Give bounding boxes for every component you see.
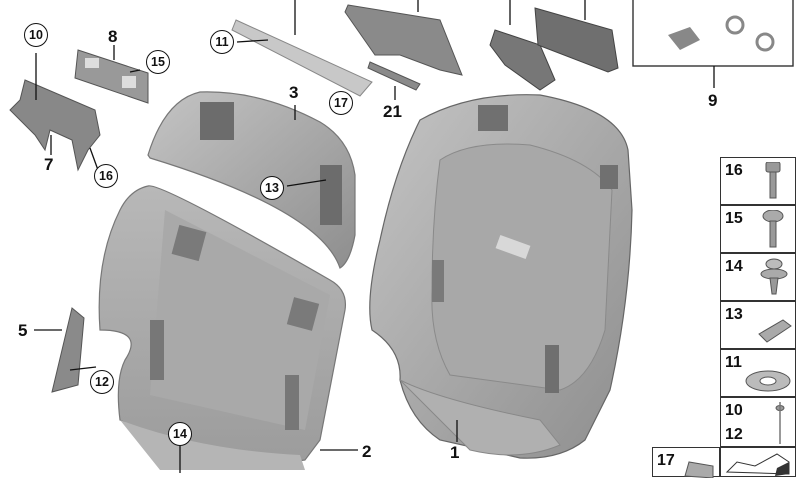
part-9-spring-kit-box: [632, 0, 794, 67]
part-5-bracket: [51, 307, 85, 393]
callout-7: 7: [44, 155, 54, 174]
legend-number: 14: [725, 258, 743, 275]
part-upper-frame: [344, 4, 463, 76]
legend-cell-10-12: 10 12: [720, 397, 796, 447]
part-8-plate: [74, 49, 149, 104]
legend-number: 15: [725, 210, 743, 227]
part-7-bracket: [9, 79, 101, 172]
rivet-clip-icon: [760, 258, 788, 295]
star-washer-icon: [745, 370, 791, 392]
part-21-rail: [367, 61, 421, 91]
blind-rivet-icon: [775, 402, 785, 444]
pan-screw-icon: [762, 210, 784, 248]
part-1-backrest-panel: [369, 94, 633, 459]
legend-cell-11: 11: [720, 349, 796, 397]
callout-3: 3: [289, 83, 299, 102]
legend-cell-13: 13: [720, 301, 796, 349]
callout-10-circle: 10: [24, 23, 48, 47]
legend-number: 11: [725, 354, 742, 371]
legend-cell-14: 14: [720, 253, 796, 301]
hex-bolt-icon: [765, 162, 781, 199]
legend-cell-16: 16: [720, 157, 796, 205]
callout-17-circle: 17: [329, 91, 353, 115]
part-hinge-mechanism: [489, 7, 619, 91]
callout-5: 5: [18, 321, 28, 340]
callout-12-circle: 12: [90, 370, 114, 394]
legend-number: 13: [725, 306, 743, 323]
callout-11-circle: 11: [210, 30, 234, 54]
callout-21: 21: [383, 102, 402, 121]
callout-1: 1: [450, 443, 460, 462]
part-2-back-panel: [98, 185, 347, 470]
clip-icon: [684, 461, 714, 478]
callout-9: 9: [708, 91, 718, 110]
legend-cell-wedge: [720, 447, 796, 477]
clip-nut-icon: [758, 319, 792, 343]
callout-15-circle: 15: [146, 50, 170, 74]
callout-14-circle: 14: [168, 422, 192, 446]
legend-number: 12: [725, 426, 743, 443]
legend-number: 16: [725, 162, 743, 179]
callout-13-circle: 13: [260, 176, 284, 200]
callout-16-circle: 16: [94, 164, 118, 188]
callout-8: 8: [108, 27, 118, 46]
legend-cell-15: 15: [720, 205, 796, 253]
leader-lines: [34, 0, 715, 473]
legend-number: 10: [725, 402, 743, 419]
wedge-icon: [725, 453, 790, 476]
callout-2: 2: [362, 442, 372, 461]
legend-number: 17: [657, 452, 675, 469]
part-11-strip: [231, 19, 373, 97]
